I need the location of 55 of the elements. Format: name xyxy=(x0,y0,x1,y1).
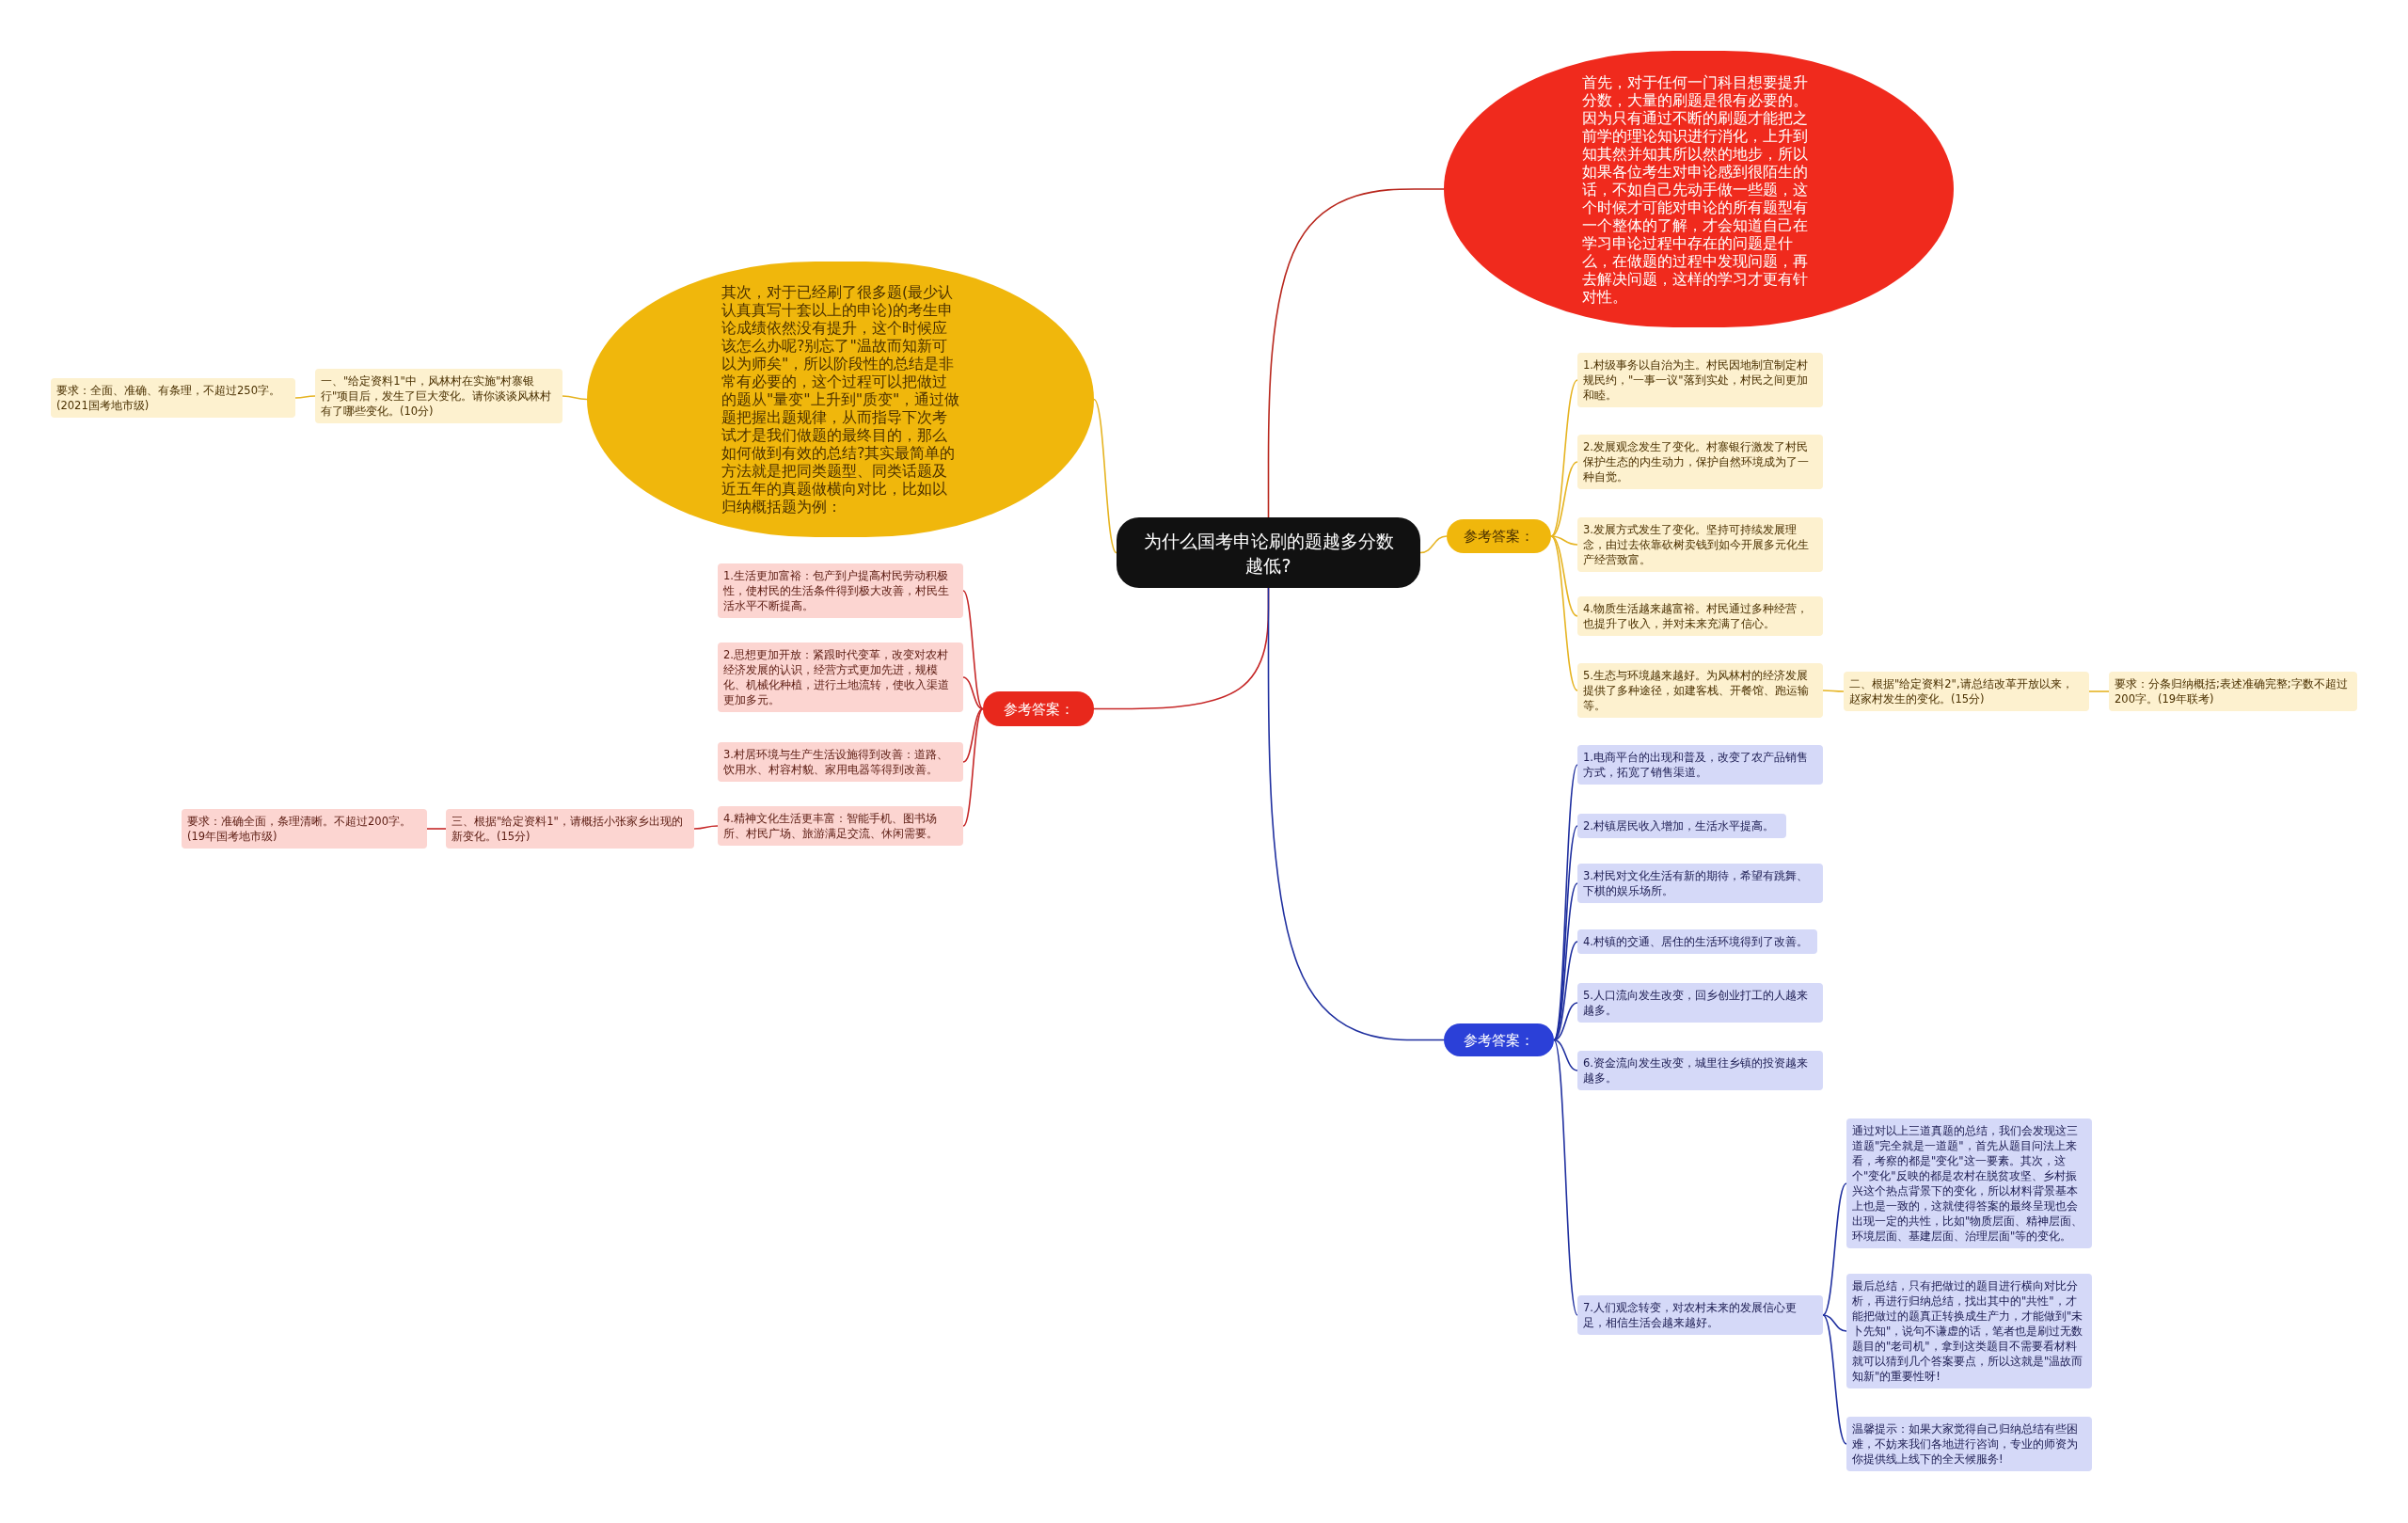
topic-card: 一、"给定资料1"中，风林村在实施"村寨银行"项目后，发生了巨大变化。请你谈谈风林村有了哪些变化。(10分) xyxy=(315,369,562,423)
connector-line xyxy=(962,707,984,827)
topic-card: 二、根据"给定资料2",请总结改革开放以来，赵家村发生的变化。(15分) xyxy=(1844,672,2089,711)
topic-card: 4.物质生活越来越富裕。村民通过多种经营，也提升了收入，并对未来充满了信心。 xyxy=(1577,596,1823,636)
topic-card: 要求：分条归纳概括;表述准确完整;字数不超过200字。(19年联考) xyxy=(2109,672,2357,711)
topic-card: 1.生活更加富裕：包产到户提高村民劳动积极性，使村民的生活条件得到极大改善，村民生活水平不断提高。 xyxy=(718,563,963,618)
answer-label: 参考答案： xyxy=(1444,1023,1554,1056)
connector-line xyxy=(962,707,984,763)
topic-card: 7.人们观念转变，对农村未来的发展信心更足，相信生活会越来越好。 xyxy=(1577,1295,1823,1335)
connector-line xyxy=(1550,379,1578,537)
topic-card: 3.村民对文化生活有新的期待，希望有跳舞、下棋的娱乐场所。 xyxy=(1577,864,1823,903)
topic-card: 最后总结，只有把做过的题目进行横向对比分析，再进行归纳总结，找出其中的"共性"，才能把做过的题真正转换成生产力，才能做到"未卜先知"，说句不谦虚的话，笔者也是刷过无数题目的"老司机"，拿到这类题目不需要看材料就可以猜到几个答案要点，所以这就是"温故而知新"的重要性呀! xyxy=(1846,1274,2092,1388)
topic-card: 2.发展观念发生了变化。村寨银行激发了村民保护生态的内生动力，保护自然环境成为了一种自觉。 xyxy=(1577,435,1823,489)
central-topic: 为什么国考申论刷的题越多分数越低? xyxy=(1117,517,1420,588)
connector-line xyxy=(426,828,447,830)
topic-card: 1.电商平台的出现和普及，改变了农产品销售方式，拓宽了销售渠道。 xyxy=(1577,745,1823,785)
connector-line xyxy=(294,395,316,399)
connector-line xyxy=(962,676,984,710)
connector-line xyxy=(1553,1039,1578,1071)
connector-line xyxy=(1550,461,1578,537)
topic-card: 温馨提示：如果大家觉得自己归纳总结有些困难，不妨来我们各地进行咨询，专业的师资为你提供线上线下的全天候服务! xyxy=(1846,1417,2092,1471)
connector-line xyxy=(1553,1039,1578,1316)
connector-line xyxy=(1093,398,1117,554)
connector-line xyxy=(1550,535,1578,617)
connector-line xyxy=(1553,1002,1578,1041)
topic-card: 5.人口流向发生改变，回乡创业打工的人越来越多。 xyxy=(1577,983,1823,1023)
answer-label: 参考答案： xyxy=(1447,519,1551,553)
topic-card: 要求：全面、准确、有条理，不超过250字。(2021国考地市级) xyxy=(51,378,295,418)
topic-card: 4.精神文化生活更丰富：智能手机、图书场所、村民广场、旅游满足交流、休闲需要。 xyxy=(718,806,963,846)
topic-card: 2.思想更加开放：紧跟时代变革，改变对农村经济发展的认识，经营方式更加先进，规模化、机械化种植，进行土地流转，使收入渠道更加多元。 xyxy=(718,643,963,712)
connector-line xyxy=(1267,587,1445,1041)
connector-line xyxy=(693,825,719,830)
connector-line xyxy=(1822,690,1845,692)
topic-card: 三、根据"给定资料1"，请概括小张家乡出现的新变化。(15分) xyxy=(446,809,694,849)
connector-line xyxy=(562,395,588,401)
connector-line xyxy=(1822,1182,1847,1316)
topic-card: 4.村镇的交通、居住的生活环境得到了改善。 xyxy=(1577,929,1817,954)
connector-line xyxy=(1267,188,1445,518)
connector-line xyxy=(1822,1314,1847,1332)
topic-card: 6.资金流向发生改变，城里往乡镇的投资越来越多。 xyxy=(1577,1051,1823,1090)
topic-card: 3.村居环境与生产生活设施得到改善：道路、饮用水、村容村貌、家用电器等得到改善。 xyxy=(718,742,963,782)
topic-card: 通过对以上三道真题的总结，我们会发现这三道题"完全就是一道题"，首先从题目问法上来看，考察的都是"变化"这一要素。其次，这个"变化"反映的都是农村在脱贫攻坚、乡村振兴这个热点背景下的变化，所以材料背景基本上也是一致的，这就使得答案的最终呈现也会出现一定的共性，比如"物质层面、精神层面、环境层面、基建层面、治理层面"等的变化。 xyxy=(1846,1118,2092,1248)
connector-line xyxy=(1553,941,1578,1041)
topic-card: 要求：准确全面，条理清晰。不超过200字。(19年国考地市级) xyxy=(182,809,427,849)
topic-card: 5.生态与环境越来越好。为风林村的经济发展提供了多种途径，如建客栈、开餐馆、跑运输等。 xyxy=(1577,663,1823,718)
answer-label: 参考答案： xyxy=(983,691,1094,726)
connector-line xyxy=(962,590,984,710)
topic-card: 2.村镇居民收入增加，生活水平提高。 xyxy=(1577,814,1786,838)
connector-line xyxy=(1550,535,1578,691)
connector-line xyxy=(1550,535,1578,546)
topic-card: 3.发展方式发生了变化。坚持可持续发展理念，由过去依靠砍树卖钱到如今开展多元化生产经营致富。 xyxy=(1577,517,1823,572)
topic-card: 1.村级事务以自治为主。村民因地制宜制定村规民约，"一事一议"落到实处，村民之间更加和睦。 xyxy=(1577,353,1823,407)
connector-line xyxy=(1419,535,1448,554)
connector-line xyxy=(1822,1314,1847,1445)
connector-line xyxy=(2088,690,2110,692)
